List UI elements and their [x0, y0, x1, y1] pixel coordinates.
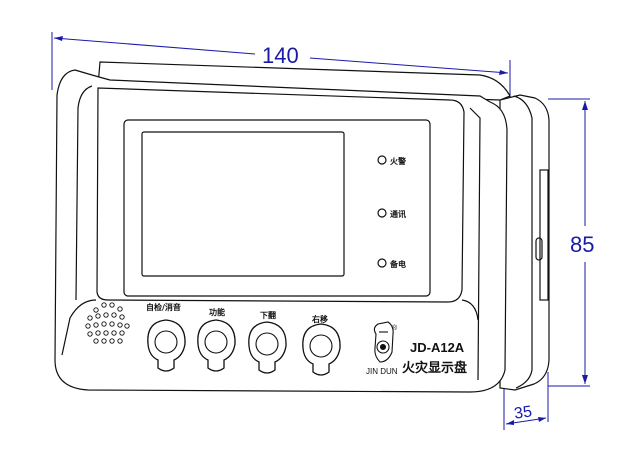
indicator-label-comm: 通讯 — [390, 209, 406, 219]
indicator-label-fire: 火警 — [390, 156, 406, 166]
depth-dimension-label: 35 — [513, 403, 533, 422]
indicator-panel: 火警 通讯 备电 — [377, 155, 406, 269]
comm-led-icon — [377, 208, 387, 218]
product-name: 火灾显示盘 — [402, 360, 467, 375]
button-label-self-test: 自检/消音 — [146, 302, 181, 312]
registered-mark: ® — [392, 324, 398, 332]
width-dimension — [51, 32, 511, 98]
speaker-grille-icon — [85, 302, 130, 344]
button-label-function: 功能 — [209, 307, 225, 317]
button-self-test[interactable]: 自检/消音 — [146, 302, 186, 372]
height-dimension-label: 85 — [570, 232, 594, 257]
display-window — [123, 119, 431, 297]
width-dimension-label: 140 — [262, 43, 299, 68]
model-number: JD-A12A — [410, 340, 465, 355]
fire-led-icon — [377, 155, 387, 165]
button-function[interactable]: 功能 — [197, 307, 236, 372]
backup-power-led-icon — [377, 258, 387, 268]
indicator-label-backup-power: 备电 — [389, 259, 406, 269]
button-label-move-right: 右移 — [311, 314, 328, 324]
brand-logo-text: JIN DUN — [366, 367, 398, 376]
device-body — [54, 61, 550, 393]
height-dimension — [548, 98, 590, 387]
button-page-down[interactable]: 下翻 — [248, 310, 287, 374]
button-label-page-down: 下翻 — [260, 310, 276, 320]
button-move-right[interactable]: 右移 — [302, 314, 341, 376]
brand-logo — [373, 321, 394, 363]
